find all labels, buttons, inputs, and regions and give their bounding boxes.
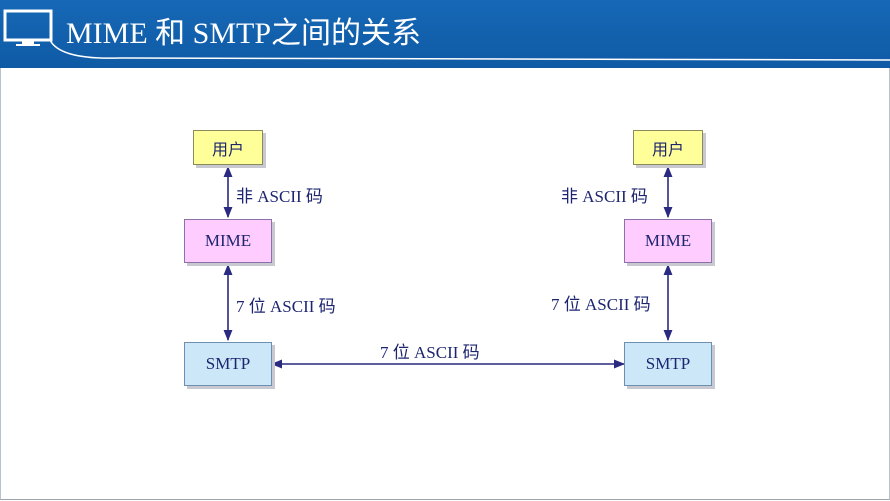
right-smtp-box: SMTP xyxy=(624,342,712,386)
left-top-label: 非 ASCII 码 xyxy=(236,187,323,206)
right-top-label: 非 ASCII 码 xyxy=(561,187,648,206)
left-smtp-box: SMTP xyxy=(184,342,272,386)
right-user-box: 用户 xyxy=(633,130,703,165)
page-title: MIME 和 SMTP之间的关系 xyxy=(66,17,422,50)
left-user-box: 用户 xyxy=(193,130,263,165)
smtp-link-label: 7 位 ASCII 码 xyxy=(380,343,480,362)
left-mime-box: MIME xyxy=(184,219,272,263)
right-mime-box: MIME xyxy=(624,219,712,263)
left-mid-label: 7 位 ASCII 码 xyxy=(236,297,336,316)
right-mid-label: 7 位 ASCII 码 xyxy=(551,295,651,314)
monitor-icon xyxy=(3,9,53,46)
